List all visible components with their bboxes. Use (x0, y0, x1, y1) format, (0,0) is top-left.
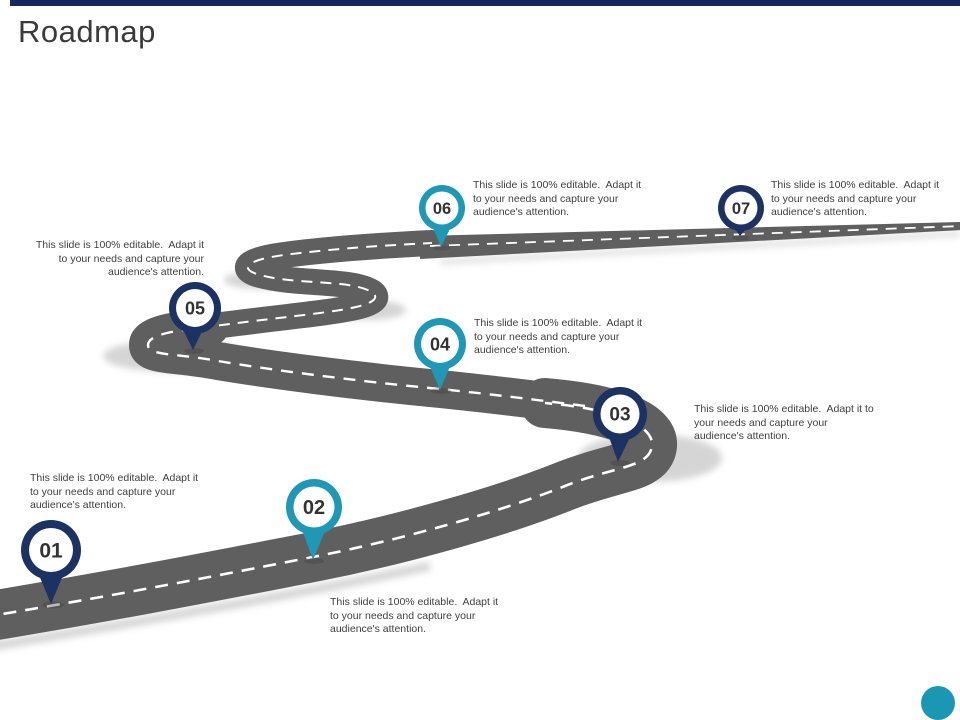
milestone-callout-07[interactable]: This slide is 100% editable. Adapt it to… (771, 179, 940, 219)
pin-face (176, 289, 214, 327)
pin-face (600, 394, 640, 434)
milestone-pin-04[interactable]: 04 (414, 318, 466, 394)
top-accent-bar (10, 0, 960, 6)
milestone-callout-02[interactable]: This slide is 100% editable. Adapt it to… (330, 596, 499, 636)
pin-face (425, 191, 459, 225)
pin-tip-shadow (304, 558, 324, 564)
milestone-callout-03[interactable]: This slide is 100% editable. Adapt it to… (694, 403, 874, 443)
centerline-middle (146, 325, 586, 408)
centerline-bottom (0, 401, 654, 616)
centerline-top (429, 225, 960, 247)
pin-number: 01 (39, 540, 63, 563)
pin-number: 03 (609, 405, 630, 426)
pin-tip-shadow (732, 235, 750, 241)
pin-face (421, 325, 459, 363)
shadow-bottom-road (0, 561, 431, 650)
milestone-pin-01[interactable]: 01 (21, 520, 81, 609)
pin-number: 06 (433, 200, 451, 218)
milestone-callout-01[interactable]: This slide is 100% editable. Adapt it to… (30, 472, 199, 512)
pin-tip-shadow (184, 348, 204, 354)
pin-face (293, 486, 335, 528)
corner-dot (921, 686, 955, 720)
pin-face (724, 191, 758, 225)
pin-number: 02 (303, 497, 325, 519)
milestone-pin-06[interactable]: 06 (419, 185, 465, 251)
pin-tip-shadow (610, 460, 630, 466)
milestone-callout-05[interactable]: This slide is 100% editable. Adapt it to… (35, 239, 204, 279)
pin-number: 04 (430, 335, 450, 355)
milestone-pins: 01 02 03 04 (21, 185, 764, 609)
pin-tip-shadow (42, 601, 64, 609)
milestone-pin-02[interactable]: 02 (286, 479, 342, 564)
pin-face (29, 528, 73, 572)
milestone-pin-07[interactable]: 07 (718, 185, 764, 241)
shadow-top-road (439, 232, 960, 264)
pin-tip-shadow (433, 245, 451, 251)
road-segment-top-taper (420, 222, 960, 259)
road-centerlines (0, 225, 960, 616)
milestone-callout-04[interactable]: This slide is 100% editable. Adapt it to… (474, 317, 643, 357)
pin-number: 07 (732, 200, 750, 218)
pin-number: 05 (185, 299, 205, 319)
pin-tip-shadow (431, 388, 451, 394)
page-title[interactable]: Roadmap (18, 14, 156, 49)
milestone-pin-05[interactable]: 05 (169, 282, 221, 354)
milestone-pin-03[interactable]: 03 (593, 387, 647, 466)
centerline-zigzag (199, 242, 433, 329)
milestone-callout-06[interactable]: This slide is 100% editable. Adapt it to… (473, 179, 642, 219)
